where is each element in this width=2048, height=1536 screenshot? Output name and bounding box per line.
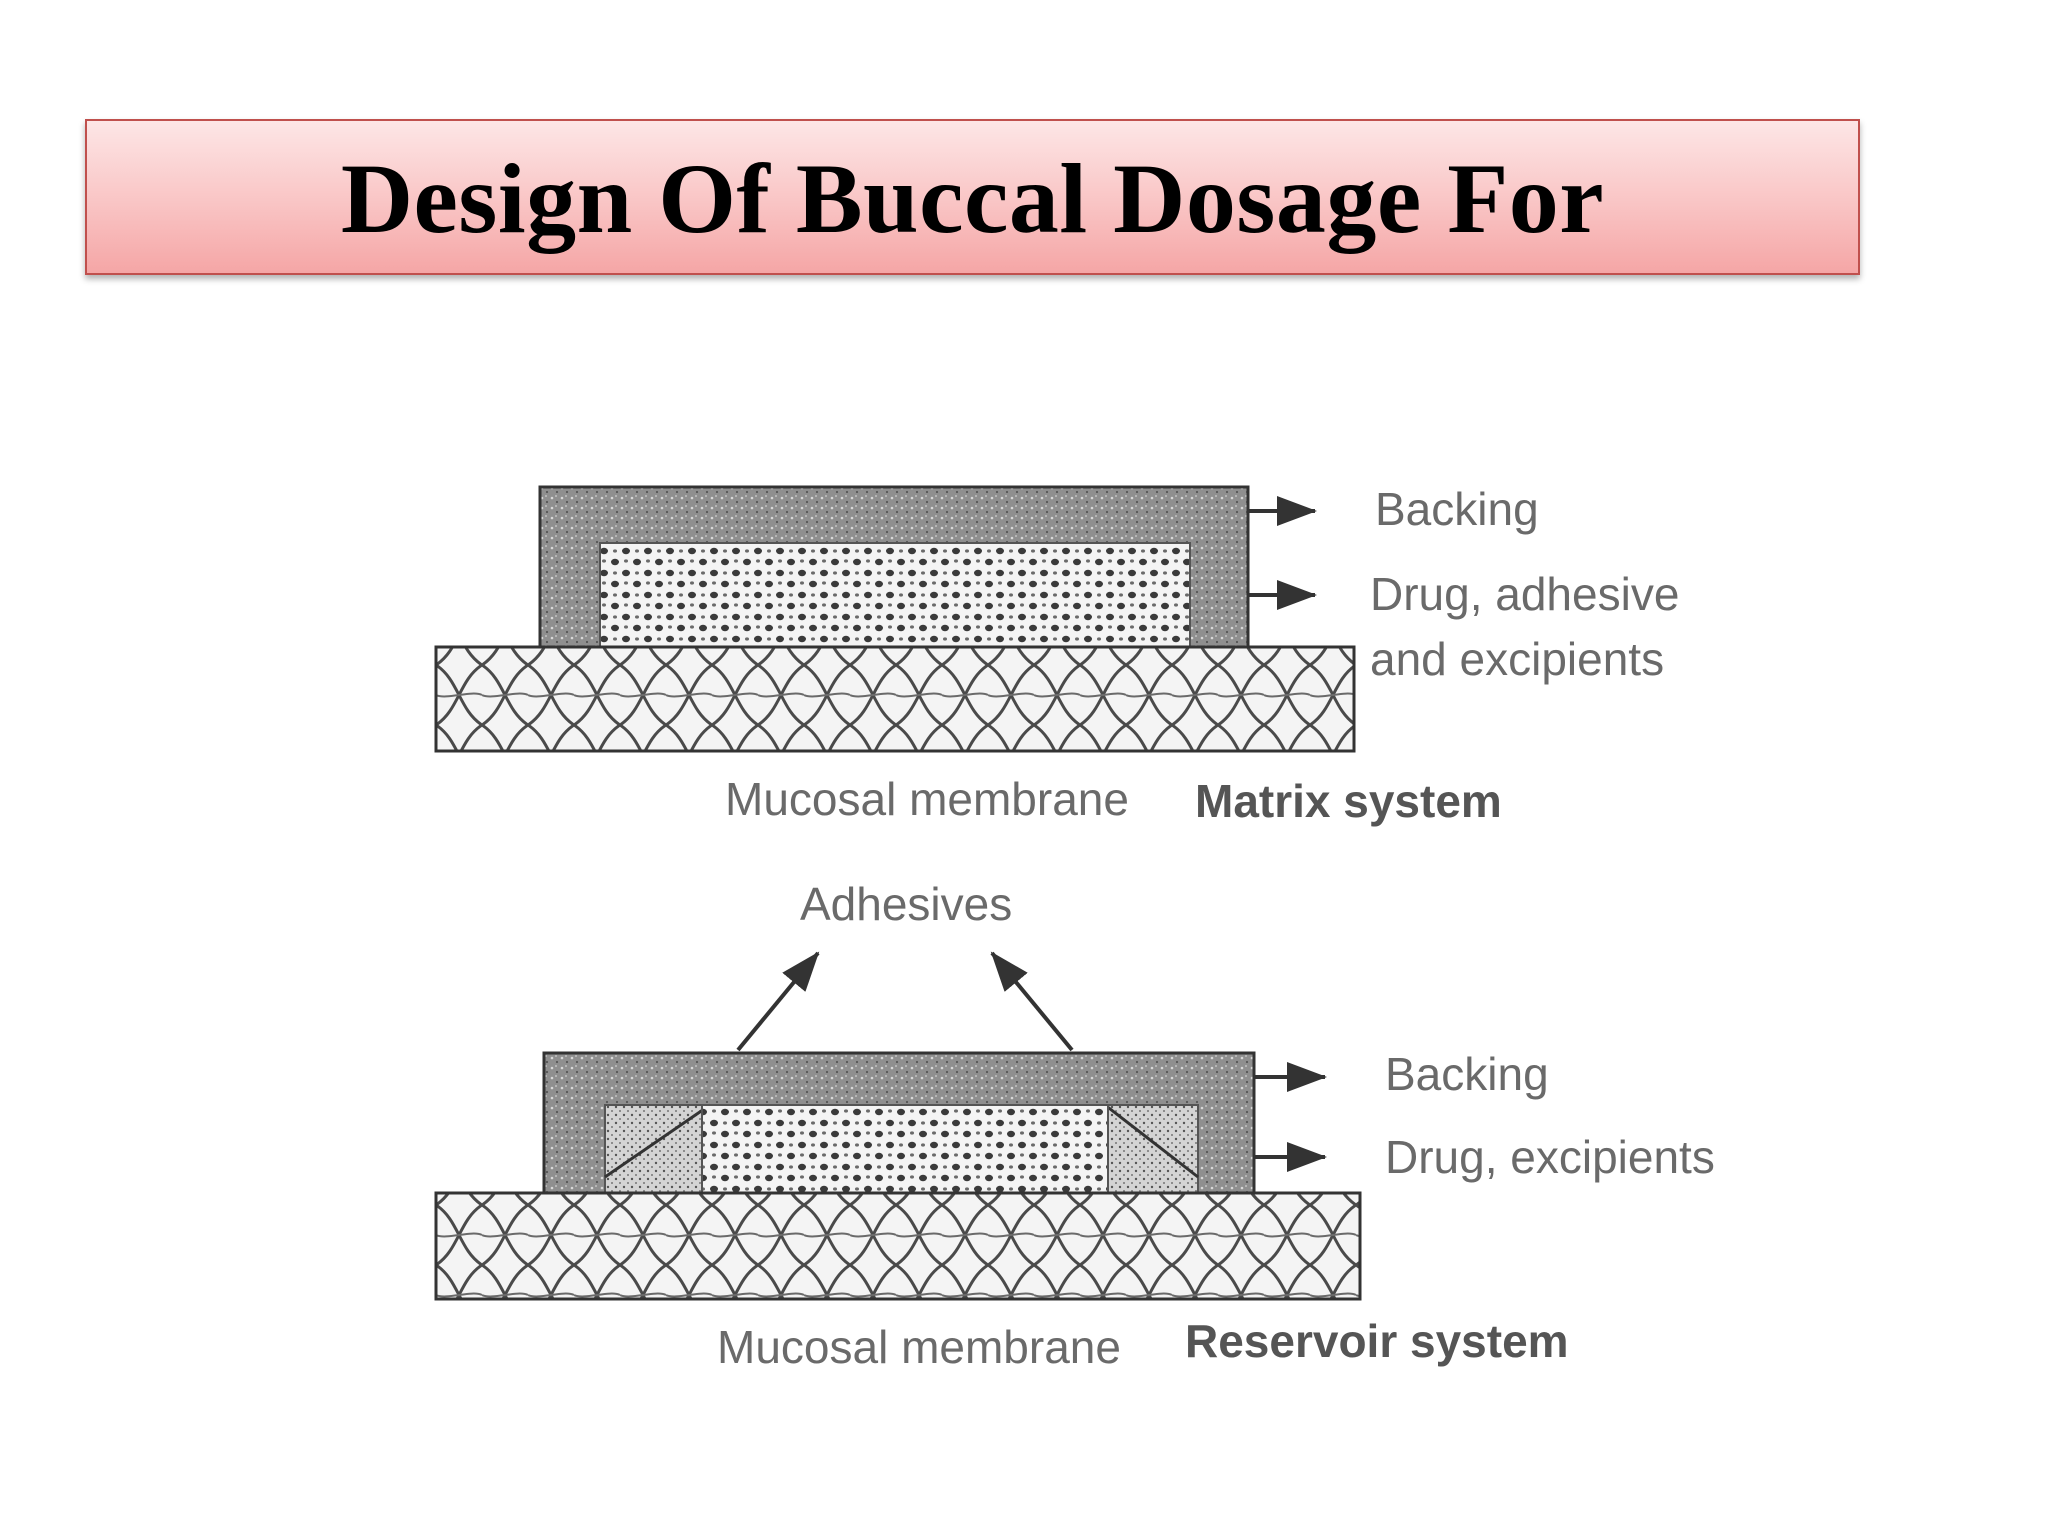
adhesive-arrow-left bbox=[736, 951, 820, 1052]
reservoir-adhesive-right-edge bbox=[1104, 1103, 1199, 1179]
slide-title: Design Of Buccal Dosage For bbox=[340, 143, 1605, 254]
matrix-mucosal-membrane bbox=[434, 645, 1356, 753]
reservoir-system-diagram: Adhesives Backing Drug, excipients Mucos… bbox=[434, 878, 1715, 1373]
matrix-system-label: Matrix system bbox=[1195, 775, 1502, 827]
reservoir-adhesive-right bbox=[1104, 1104, 1199, 1194]
reservoir-mucosal-membrane bbox=[434, 1191, 1362, 1301]
reservoir-drug-layer bbox=[701, 1104, 1109, 1194]
matrix-backing-label: Backing bbox=[1375, 483, 1539, 535]
matrix-system-diagram: Backing Drug, adhesive and excipients Mu… bbox=[434, 483, 1679, 827]
buccal-dosage-diagram: Backing Drug, adhesive and excipients Mu… bbox=[390, 425, 1740, 1425]
reservoir-drug-label: Drug, excipients bbox=[1385, 1131, 1715, 1183]
title-banner: Design Of Buccal Dosage For bbox=[85, 119, 1860, 275]
matrix-drug-label-line1: Drug, adhesive bbox=[1370, 568, 1679, 620]
matrix-drug-layer bbox=[599, 542, 1191, 650]
matrix-drug-label-line2: and excipients bbox=[1370, 633, 1664, 685]
reservoir-adhesive-left-edge bbox=[604, 1103, 711, 1179]
reservoir-membrane-label: Mucosal membrane bbox=[717, 1321, 1121, 1373]
adhesive-arrow-right bbox=[990, 951, 1074, 1052]
matrix-membrane-label: Mucosal membrane bbox=[725, 773, 1129, 825]
reservoir-adhesives-label: Adhesives bbox=[800, 878, 1012, 930]
reservoir-backing-label: Backing bbox=[1385, 1048, 1549, 1100]
reservoir-system-label: Reservoir system bbox=[1185, 1315, 1569, 1367]
